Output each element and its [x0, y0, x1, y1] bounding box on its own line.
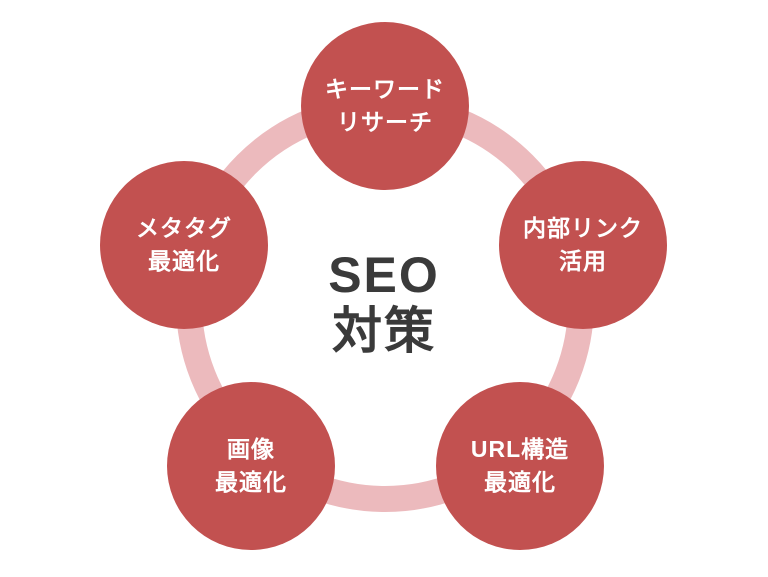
node-url-structure: URL構造 最適化 — [436, 382, 604, 550]
center-title: SEO 対策 — [328, 247, 440, 359]
node-keyword-research-label: キーワード リサーチ — [325, 76, 445, 135]
node-image-optimization: 画像 最適化 — [167, 382, 335, 550]
node-url-structure-label: URL構造 最適化 — [470, 436, 570, 495]
node-internal-link-label: 内部リンク 活用 — [523, 215, 643, 274]
node-meta-tag: メタタグ 最適化 — [100, 161, 268, 329]
node-image-optimization-label: 画像 最適化 — [215, 436, 287, 495]
node-keyword-research: キーワード リサーチ — [301, 22, 469, 190]
node-meta-tag-label: メタタグ 最適化 — [136, 215, 232, 274]
node-internal-link: 内部リンク 活用 — [499, 161, 667, 329]
